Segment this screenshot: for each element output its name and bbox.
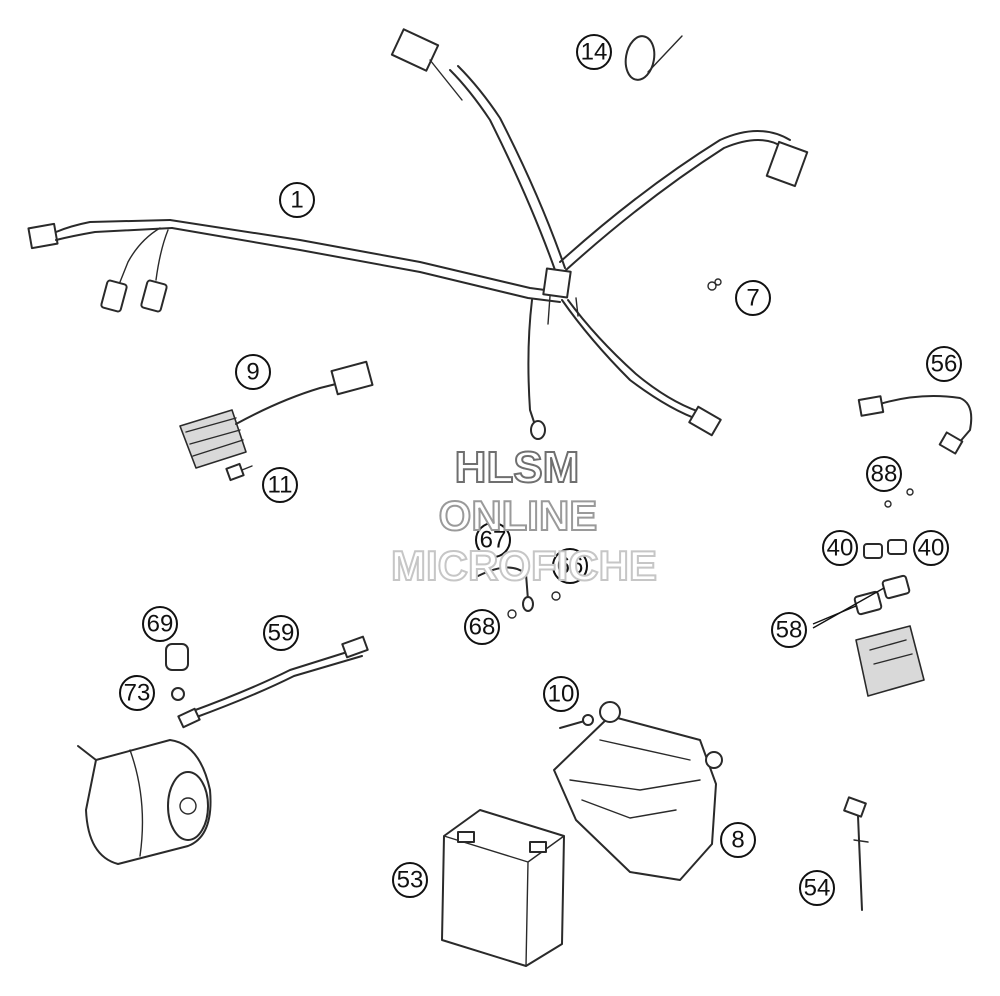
watermark-line-1: HLSM xyxy=(455,443,580,492)
callout-54: 54 xyxy=(799,870,835,906)
callout-7: 7 xyxy=(735,280,771,316)
callout-40-right: 40 xyxy=(913,530,949,566)
svg-text:40: 40 xyxy=(918,535,945,562)
callout-88: 88 xyxy=(866,456,902,492)
sensor-54 xyxy=(843,796,869,911)
watermark: HLSM ONLINE MICROFICHE xyxy=(390,442,658,590)
svg-text:53: 53 xyxy=(397,867,424,894)
watermark-line-2: ONLINE xyxy=(439,492,598,539)
screw-7 xyxy=(707,278,722,291)
voltage-regulator xyxy=(179,360,374,469)
callout-56: 56 xyxy=(926,346,962,382)
callout-14: 14 xyxy=(576,34,612,70)
screws-88 xyxy=(884,488,914,508)
svg-text:40: 40 xyxy=(827,535,854,562)
svg-text:69: 69 xyxy=(147,611,174,638)
svg-text:58: 58 xyxy=(776,617,803,644)
callout-9: 9 xyxy=(235,354,271,390)
callout-66: 66 xyxy=(552,548,588,584)
svg-text:56: 56 xyxy=(931,351,958,378)
main-wiring-harness xyxy=(27,28,809,440)
callout-68: 68 xyxy=(464,609,500,645)
starter-relay xyxy=(853,539,925,697)
bolt-10 xyxy=(559,714,594,729)
bolt-11 xyxy=(225,462,253,482)
battery-holder xyxy=(553,701,723,881)
svg-text:7: 7 xyxy=(746,285,759,312)
callout-10: 10 xyxy=(543,676,579,712)
svg-text:54: 54 xyxy=(804,875,831,902)
svg-text:9: 9 xyxy=(246,359,259,386)
callout-11: 11 xyxy=(262,467,298,503)
callout-69: 69 xyxy=(142,606,178,642)
callout-40-left: 40 xyxy=(822,530,858,566)
svg-text:1: 1 xyxy=(290,187,303,214)
svg-text:73: 73 xyxy=(124,680,151,707)
leader-lines xyxy=(812,587,885,629)
starter-cable xyxy=(177,635,369,729)
svg-text:11: 11 xyxy=(268,472,293,499)
svg-text:68: 68 xyxy=(469,614,496,641)
fuse-69 xyxy=(165,643,189,671)
starter-motor xyxy=(77,739,212,865)
callout-1: 1 xyxy=(279,182,315,218)
battery xyxy=(441,809,565,967)
svg-text:10: 10 xyxy=(548,681,575,708)
callout-58: 58 xyxy=(771,612,807,648)
svg-text:67: 67 xyxy=(480,527,507,554)
svg-text:8: 8 xyxy=(731,827,744,854)
callout-67: 67 xyxy=(475,522,511,558)
cable-tie xyxy=(624,35,683,81)
ground-cable xyxy=(477,566,561,619)
svg-text:14: 14 xyxy=(581,39,608,66)
svg-text:88: 88 xyxy=(871,461,898,488)
callout-73: 73 xyxy=(119,675,155,711)
svg-text:59: 59 xyxy=(268,620,295,647)
callout-59: 59 xyxy=(263,615,299,651)
svg-text:66: 66 xyxy=(557,553,584,580)
cable-56 xyxy=(857,395,973,455)
nut-73 xyxy=(171,687,185,701)
watermark-line-3: MICROFICHE xyxy=(391,542,657,589)
callout-53: 53 xyxy=(392,862,428,898)
callout-8: 8 xyxy=(720,822,756,858)
